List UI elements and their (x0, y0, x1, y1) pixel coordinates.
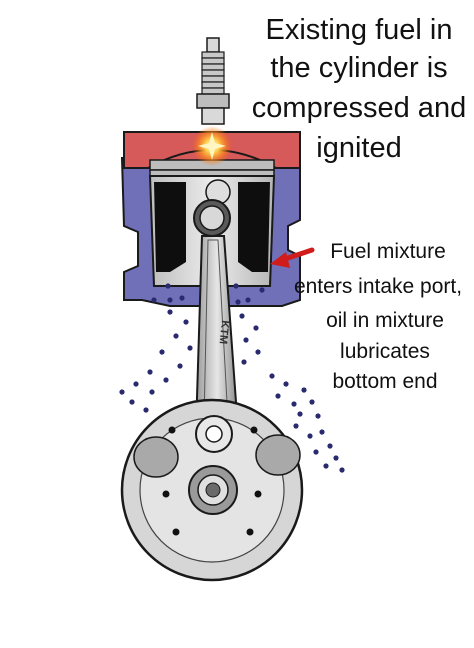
fuel-droplet (151, 297, 157, 303)
fuel-droplet (327, 443, 333, 449)
fuel-droplet (167, 309, 173, 315)
ignition-spark-icon (192, 126, 232, 166)
fuel-droplet (179, 295, 185, 301)
fuel-droplet (307, 433, 313, 439)
fuel-droplet (315, 413, 321, 419)
fuel-droplet (233, 283, 239, 289)
crankshaft (120, 398, 304, 582)
intake-caption-line: oil in mixture (326, 309, 444, 332)
fuel-droplet (291, 401, 297, 407)
fuel-droplet (243, 337, 249, 343)
intake-caption-line: enters intake port, (293, 275, 463, 298)
fuel-droplet (239, 313, 245, 319)
fuel-droplet (301, 387, 307, 393)
fuel-droplet (241, 359, 247, 365)
spark-plug-icon (196, 37, 230, 125)
fuel-droplet (173, 333, 179, 339)
fuel-droplet (339, 467, 345, 473)
fuel-droplet (183, 319, 189, 325)
fuel-droplet (143, 407, 149, 413)
fuel-droplet (177, 363, 183, 369)
fuel-droplet (255, 349, 261, 355)
fuel-droplet (133, 381, 139, 387)
fuel-droplet (293, 423, 299, 429)
fuel-droplet (159, 349, 165, 355)
fuel-droplet (235, 299, 241, 305)
ignition-caption-line: ignited (316, 132, 402, 164)
ignition-caption-line: compressed and (251, 92, 467, 124)
fuel-droplet (129, 399, 135, 405)
fuel-droplet (309, 399, 315, 405)
fuel-droplet (275, 393, 281, 399)
fuel-droplet (323, 463, 329, 469)
fuel-droplet (297, 411, 303, 417)
fuel-droplet (259, 287, 265, 293)
fuel-droplet (333, 455, 339, 461)
ignition-caption-line: Existing fuel in (265, 14, 453, 46)
fuel-droplet (269, 373, 275, 379)
fuel-droplet (165, 283, 171, 289)
intake-caption-line: lubricates (340, 340, 430, 363)
intake-arrow-icon (270, 247, 315, 268)
fuel-droplet (319, 429, 325, 435)
fuel-droplet (245, 297, 251, 303)
fuel-droplet (253, 325, 259, 331)
fuel-droplet (167, 297, 173, 303)
intake-caption-line: bottom end (332, 370, 438, 393)
fuel-droplet (163, 377, 169, 383)
fuel-droplet (147, 369, 153, 375)
fuel-droplet (313, 449, 319, 455)
fuel-mixture-dots (119, 283, 345, 473)
intake-caption-line: Fuel mixture (330, 240, 446, 263)
fuel-droplet (119, 389, 125, 395)
fuel-droplet (187, 345, 193, 351)
rod-stamp: KTM (217, 320, 231, 345)
fuel-droplet (149, 389, 155, 395)
ignition-caption-line: the cylinder is (270, 52, 448, 84)
fuel-droplet (283, 381, 289, 387)
